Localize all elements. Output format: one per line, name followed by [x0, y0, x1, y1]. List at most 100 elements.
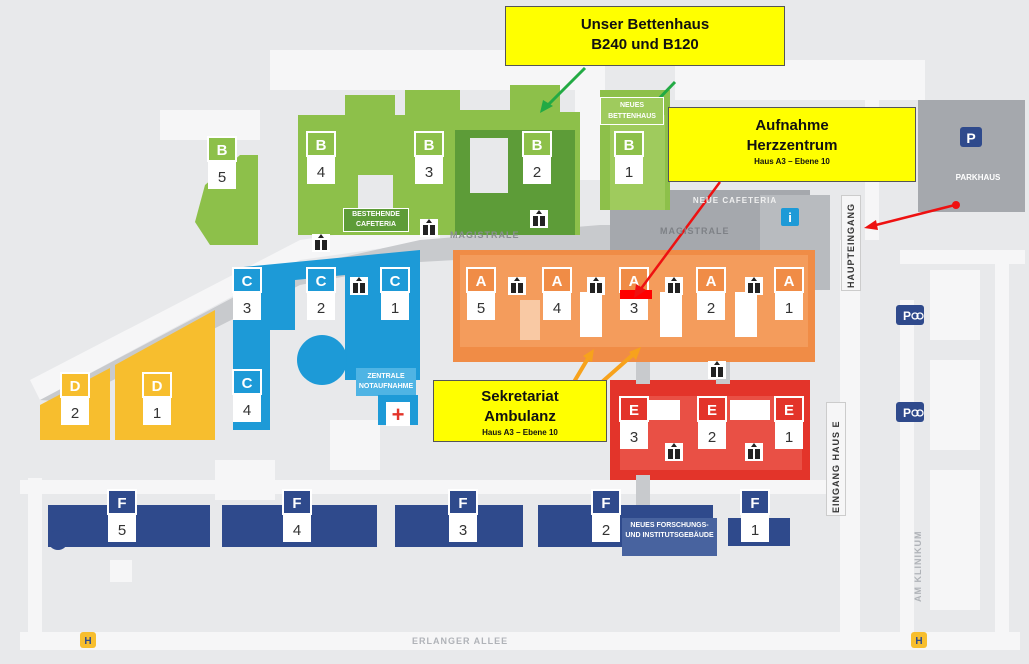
building-tile-c4: C4: [232, 369, 262, 422]
building-letter-box: [522, 131, 552, 157]
building-tile-d2: D2: [60, 372, 90, 425]
building-number: 5: [477, 300, 485, 317]
building-number: 2: [71, 405, 79, 422]
parkhaus-label: PARKHAUS: [956, 173, 1001, 182]
magistrale-label-left: MAGISTRALE: [450, 230, 520, 240]
callout-sekretariat-line2: Ambulanz: [484, 408, 556, 425]
building-letter: D: [70, 378, 81, 395]
building-letter: B: [532, 137, 543, 154]
callout-aufnahme-line1: Aufnahme: [755, 117, 829, 134]
building-number-box: [543, 292, 571, 320]
building-letter: B: [217, 142, 228, 159]
building-number-box: [523, 156, 551, 184]
building-tile-e2: E2: [697, 396, 727, 449]
building-letter: F: [750, 495, 759, 512]
am-klinikum-label: AM KLINIKUM: [913, 530, 923, 603]
building-letter-box: [282, 489, 312, 515]
building-number-box: [307, 156, 335, 184]
erlanger-allee-label: ERLANGER ALLEE: [412, 636, 509, 646]
building-letter-box: [107, 489, 137, 515]
building-tile-f3: F3: [448, 489, 478, 542]
callout-bettenhaus-line2: B240 und B120: [591, 36, 699, 53]
bus-stop-icon: H: [911, 632, 927, 648]
building-number: 1: [391, 300, 399, 317]
building-number: 1: [625, 164, 633, 181]
building-number: 3: [425, 164, 433, 181]
neue-cafeteria-label: NEUE CAFETERIA: [692, 196, 778, 205]
building-number: 3: [630, 300, 638, 317]
building-number-box: [233, 394, 261, 422]
svg-text:H: H: [915, 636, 922, 647]
building-tile-a1: A1: [774, 267, 804, 320]
bus-stop-icon: H: [80, 632, 96, 648]
elevator-icon: [420, 219, 438, 237]
building-number: 4: [243, 402, 251, 419]
building-number-box: [775, 292, 803, 320]
building-number: 3: [459, 522, 467, 539]
building-letter-box: [60, 372, 90, 398]
building-number: 2: [708, 429, 716, 446]
info-icon: [781, 208, 799, 226]
building-tile-f5: F5: [107, 489, 137, 542]
bike-parking-icon: P: [896, 305, 924, 325]
building-number: 1: [751, 522, 759, 539]
road-network: [20, 50, 1025, 650]
building-number-box: [415, 156, 443, 184]
building-letter-box: [591, 489, 621, 515]
building-number-box: [741, 514, 769, 542]
building-letter-box: [740, 489, 770, 515]
building-number: 3: [243, 300, 251, 317]
elevator-icon: [745, 277, 763, 295]
building-letter: C: [390, 273, 401, 290]
building-number: 5: [218, 169, 226, 186]
building-number-box: [697, 292, 725, 320]
building-number-box: [620, 421, 648, 449]
elevators: [312, 210, 763, 461]
building-tile-b5: B5: [207, 136, 237, 189]
building-tile-c2: C2: [306, 267, 336, 320]
building-number: 3: [630, 429, 638, 446]
parking-symbol: P: [966, 130, 975, 146]
building-number: 1: [785, 300, 793, 317]
svg-text:P: P: [903, 406, 911, 420]
callout-aufnahme: Aufnahme Herzzentrum Haus A3 – Ebene 10: [668, 107, 916, 182]
neues-bettenhaus-label: NEUES BETTENHAUS: [600, 97, 664, 125]
building-number: 1: [785, 429, 793, 446]
building-letter: F: [292, 495, 301, 512]
building-letter-box: [696, 267, 726, 293]
building-letter: C: [242, 375, 253, 392]
info-symbol: i: [788, 210, 792, 225]
elevator-icon: [665, 443, 683, 461]
building-letter: D: [152, 378, 163, 395]
building-number-box: [381, 292, 409, 320]
building-tile-a5: A5: [466, 267, 496, 320]
haupteingang-label: HAUPTEINGANG: [841, 195, 861, 291]
building-tile-e1: E1: [774, 396, 804, 449]
magistrale-label-right: MAGISTRALE: [660, 226, 730, 236]
elevator-icon: [312, 234, 330, 252]
building-number: 4: [317, 164, 325, 181]
elevator-icon: [350, 277, 368, 295]
elevator-icon: [745, 443, 763, 461]
building-tile-b2: B2: [522, 131, 552, 184]
building-number-box: [592, 514, 620, 542]
building-letter-box: [380, 267, 410, 293]
building-letter-box: [466, 267, 496, 293]
building-letter-box: [774, 396, 804, 422]
building-number-box: [233, 292, 261, 320]
building-letter: F: [458, 495, 467, 512]
bestehende-cafeteria-label: BESTEHENDE CAFETERIA: [343, 208, 409, 232]
building-letter: B: [316, 137, 327, 154]
callout-bettenhaus: Unser Bettenhaus B240 und B120: [505, 6, 785, 66]
svg-text:H: H: [84, 636, 91, 647]
bike-parking-icon: P: [896, 402, 924, 422]
building-number: 2: [533, 164, 541, 181]
building-letter: B: [624, 137, 635, 154]
building-tile-a4: A4: [542, 267, 572, 320]
building-number-box: [283, 514, 311, 542]
building-number-box: [698, 421, 726, 449]
building-tile-c1: C1: [380, 267, 410, 320]
building-tile-b1: B1: [614, 131, 644, 184]
callout-sekretariat-line3: Haus A3 – Ebene 10: [482, 428, 558, 437]
